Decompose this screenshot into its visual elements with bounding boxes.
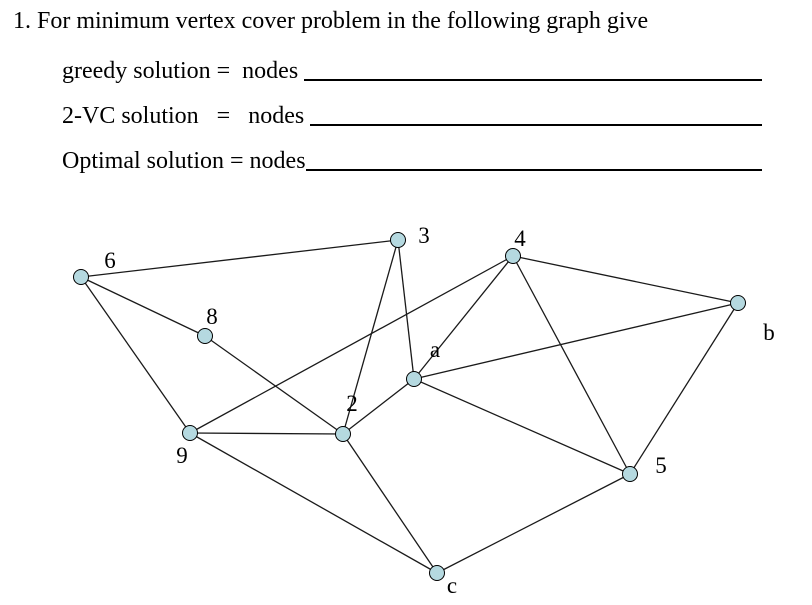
graph-node-c bbox=[429, 565, 445, 581]
graph-nodes-layer bbox=[73, 232, 746, 581]
graph-node-5 bbox=[622, 466, 638, 482]
graph-node-label-2: 2 bbox=[346, 391, 358, 416]
graph-node-label-5: 5 bbox=[655, 453, 667, 478]
graph-edge-2-c bbox=[342, 433, 438, 574]
graph-edge-4-5 bbox=[512, 255, 631, 475]
graph-node-label-b: b bbox=[763, 320, 775, 345]
graph-node-label-8: 8 bbox=[206, 304, 218, 329]
graph-edge-a-b bbox=[413, 302, 739, 380]
graph-edge-2-a bbox=[342, 378, 415, 435]
graph-edge-9-2 bbox=[189, 432, 344, 435]
graph-edge-4-b bbox=[512, 255, 739, 304]
optimal-solution-label: Optimal solution = nodes bbox=[62, 148, 306, 174]
graph-node-label-a: a bbox=[430, 337, 440, 362]
graph-node-a bbox=[406, 371, 422, 387]
graph-edges-layer bbox=[80, 239, 739, 574]
graph-edge-a-4 bbox=[413, 255, 514, 380]
optimal-answer-blank bbox=[305, 169, 762, 171]
graph-node-label-6: 6 bbox=[104, 248, 116, 273]
graph-edge-8-2 bbox=[204, 335, 344, 435]
graph-node-9 bbox=[182, 425, 198, 441]
answer-row-greedy: greedy solution = nodes bbox=[62, 59, 762, 83]
graph-node-label-3: 3 bbox=[418, 223, 430, 248]
graph-node-6 bbox=[73, 269, 89, 285]
graph-node-3 bbox=[390, 232, 406, 248]
graph-node-label-9: 9 bbox=[176, 443, 188, 468]
graph-edge-5-b bbox=[629, 302, 739, 475]
graph-edge-9-4 bbox=[189, 255, 514, 434]
graph-edge-3-a bbox=[397, 239, 415, 380]
graph-node-4 bbox=[505, 248, 521, 264]
graph-node-2 bbox=[335, 426, 351, 442]
graph-edge-6-8 bbox=[80, 276, 206, 337]
graph-edge-a-5 bbox=[413, 378, 631, 475]
graph-node-label-4: 4 bbox=[514, 226, 526, 251]
answer-row-2vc: 2-VC solution = nodes bbox=[62, 104, 762, 128]
graph-node-label-c: c bbox=[447, 573, 457, 598]
graph-edge-5-c bbox=[436, 473, 631, 574]
greedy-solution-label: greedy solution = nodes bbox=[62, 58, 305, 84]
graph-edge-6-3 bbox=[80, 239, 399, 278]
greedy-answer-blank bbox=[304, 79, 762, 81]
two-vc-answer-blank bbox=[310, 124, 762, 126]
graph-edge-3-2 bbox=[342, 239, 399, 435]
graph-edge-6-9 bbox=[80, 276, 191, 434]
two-vc-solution-label: 2-VC solution = nodes bbox=[62, 103, 311, 129]
graph-labels-layer: 6 8 3 4 b a 2 9 5 c bbox=[104, 223, 775, 598]
answer-row-optimal: Optimal solution = nodes bbox=[62, 149, 762, 173]
graph-node-b bbox=[730, 295, 746, 311]
graph-edge-9-c bbox=[189, 432, 438, 574]
question-title: 1. For minimum vertex cover problem in t… bbox=[13, 8, 649, 34]
graph-node-8 bbox=[197, 328, 213, 344]
